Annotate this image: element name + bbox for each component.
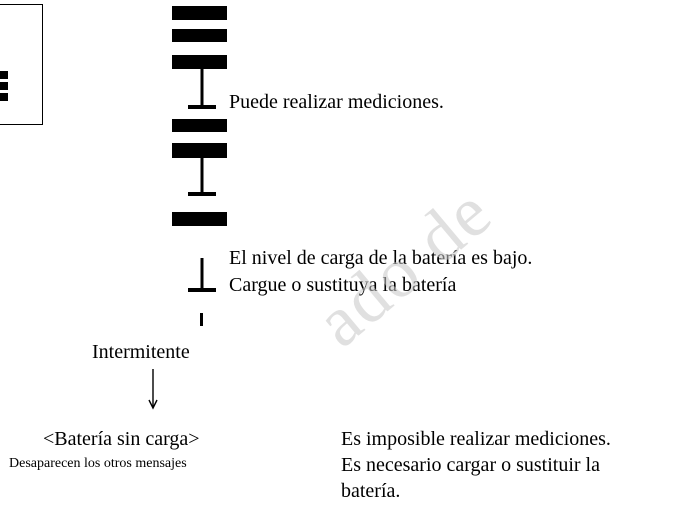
arrow-down-icon bbox=[148, 369, 158, 410]
full-status-text: Puede realizar mediciones. bbox=[229, 91, 444, 113]
empty-status-line-1: Es imposible realizar mediciones. bbox=[341, 428, 611, 450]
empty-battery-note: Desaparecen los otros mensajes bbox=[9, 456, 187, 471]
battery-segments-icon bbox=[0, 71, 8, 102]
empty-status-line-3: batería. bbox=[341, 480, 401, 502]
arrow-down-icon bbox=[188, 258, 216, 292]
arrow-down-icon bbox=[188, 158, 216, 196]
blink-indicator-icon bbox=[200, 313, 203, 326]
arrow-down-icon bbox=[188, 69, 216, 109]
empty-battery-title: <Batería sin carga> bbox=[43, 428, 200, 450]
low-status-line-1: El nivel de carga de la batería es bajo. bbox=[229, 247, 533, 269]
battery-low-icon bbox=[172, 212, 227, 226]
low-status-line-2: Cargue o sustituya la batería bbox=[229, 274, 457, 296]
empty-status-line-2: Es necesario cargar o sustituir la bbox=[341, 454, 600, 476]
display-frame bbox=[0, 4, 43, 125]
blink-label: Intermitente bbox=[92, 341, 190, 363]
